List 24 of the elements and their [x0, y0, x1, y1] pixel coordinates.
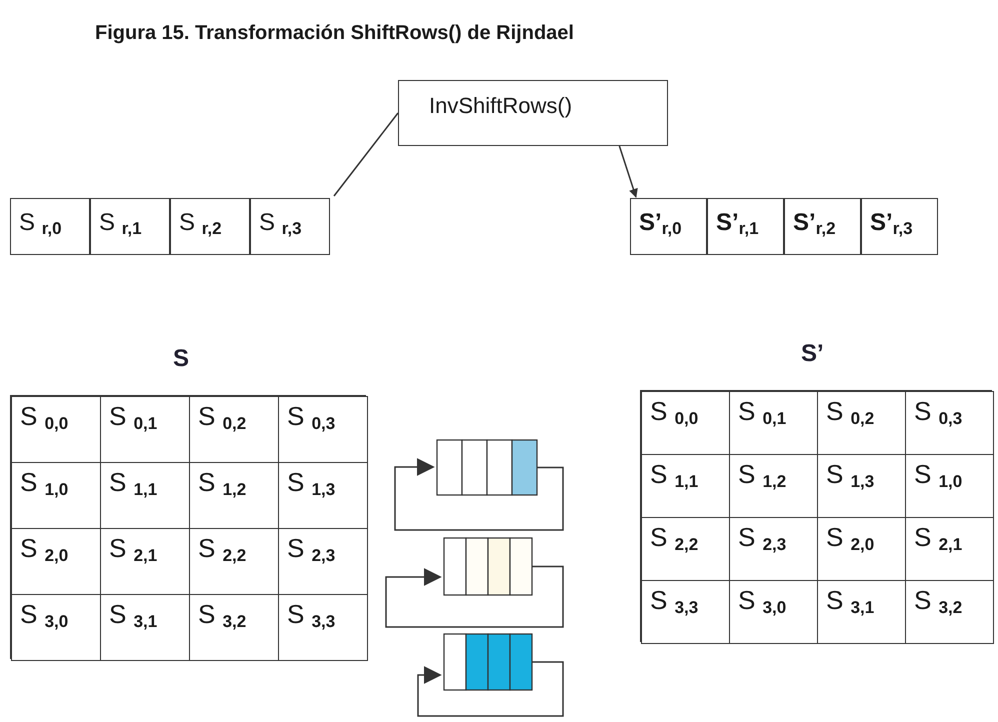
matrix-cell: S $_{3,3}$ — [641, 580, 730, 644]
row-cell: S $_{r,2}$ — [170, 198, 250, 255]
function-box: InvShiftRows() — [398, 80, 668, 146]
row-cell: S $_{r,0}$ — [10, 198, 90, 255]
matrix-cell: S $_{0,3}$ — [278, 396, 368, 463]
matrix-cell: S $_{0,0}$ — [11, 396, 101, 463]
figure-title: Figura 15. Transformación ShiftRows() de Rijndael — [95, 22, 574, 45]
row-cell: S’$_{r,0}$ — [630, 198, 707, 255]
state-matrix — [10, 395, 366, 659]
row-cell: S’$_{r,3}$ — [861, 198, 938, 255]
row-cell: S’$_{r,2}$ — [784, 198, 861, 255]
row-cell: S $_{r,3}$ — [250, 198, 330, 255]
matrix-cell: S $_{3,2}$ — [905, 580, 994, 644]
arrow — [618, 146, 638, 198]
row-cell: S’$_{r,1}$ — [707, 198, 784, 255]
row-cell: S $_{r,1}$ — [90, 198, 170, 255]
matrix-heading: S’ — [801, 340, 824, 368]
connector-line — [333, 112, 399, 196]
matrix-cell: S $_{3,0}$ — [11, 594, 101, 661]
matrix-cell: S $_{0,0}$ — [641, 391, 730, 455]
state-matrix — [640, 390, 992, 642]
matrix-cell: S $_{3,3}$ — [278, 594, 368, 661]
matrix-cell: S $_{0,3}$ — [905, 391, 994, 455]
matrix-heading: S — [173, 345, 190, 373]
